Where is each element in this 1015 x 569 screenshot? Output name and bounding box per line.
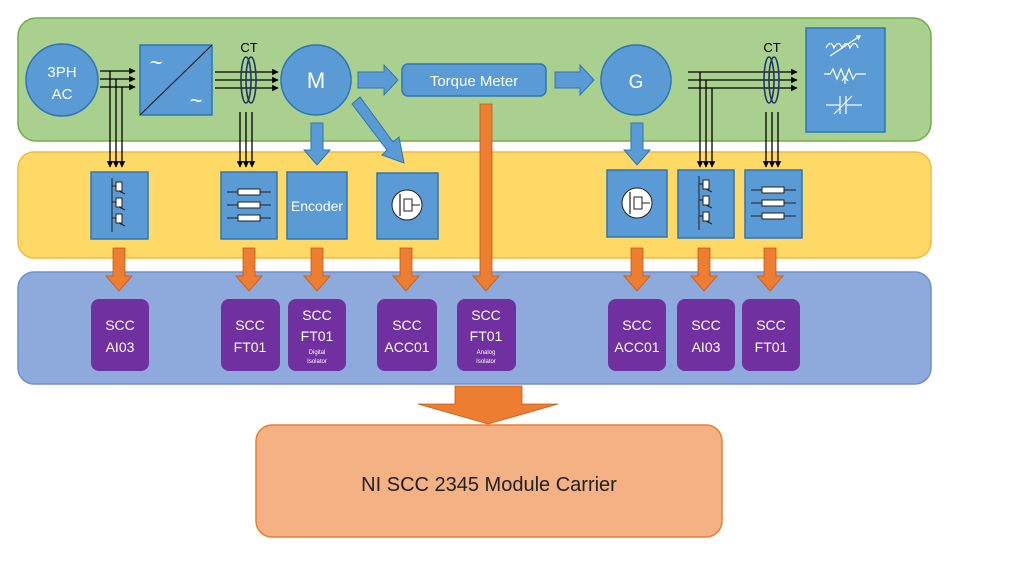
resistor-bank-icon — [751, 186, 796, 220]
current-transformer-right-icon — [763, 56, 780, 104]
module-carrier: NI SCC 2345 Module Carrier — [255, 424, 723, 538]
variable-capacitor-icon — [826, 95, 862, 115]
orange-arrow-7 — [690, 247, 718, 292]
carrier-label: NI SCC 2345 Module Carrier — [361, 474, 617, 496]
orange-arrow-6 — [623, 247, 651, 292]
resistor-bank-icon — [227, 188, 271, 222]
orange-arrow-8 — [756, 247, 784, 292]
load-bank — [805, 27, 886, 133]
module-ft01-digital-isolator: SCC FT01 Digital Isolator — [288, 299, 346, 371]
module-ft01-right: SCC FT01 — [742, 299, 800, 371]
ac-source: 3PH AC — [25, 43, 99, 117]
module-8-line2: FT01 — [755, 339, 788, 355]
ac-source-label-line2: AC — [52, 86, 73, 103]
encoder: Encoder — [286, 171, 348, 240]
orange-arrow-3 — [303, 247, 331, 292]
arrow-motor-to-torque — [357, 63, 399, 97]
orange-arrows-to-modules — [105, 103, 784, 292]
generator: G — [600, 44, 672, 116]
encoder-label: Encoder — [291, 198, 343, 214]
module-2-line2: FT01 — [234, 339, 267, 355]
variable-inductor-icon — [825, 35, 861, 57]
generator-voltage-tap-lines — [696, 72, 716, 168]
burden-resistor-right — [744, 169, 803, 239]
module-8-line1: SCC — [756, 317, 786, 333]
module-7-line2: AI03 — [692, 339, 721, 355]
module-3-line1: SCC — [302, 307, 332, 323]
module-6-line2: ACC01 — [614, 339, 659, 355]
voltage-divider-icon — [111, 178, 126, 232]
voltage-tap-lines — [106, 71, 126, 168]
orange-arrow-2 — [235, 247, 263, 292]
generator-label: G — [629, 72, 644, 93]
voltage-divider-icon — [698, 176, 713, 230]
motor: M — [280, 44, 352, 116]
module-acc01-right: SCC ACC01 — [608, 299, 666, 371]
current-transformer-left-icon — [240, 56, 257, 104]
ct-left-label: CT — [240, 40, 257, 55]
module-4-line2: ACC01 — [384, 339, 429, 355]
ct-right-tap-lines — [762, 112, 782, 168]
arrow-motor-to-accelerometer — [351, 96, 405, 164]
voltage-divider-right — [677, 169, 735, 239]
ct-right-label: CT — [763, 40, 780, 55]
arrow-motor-to-encoder — [302, 122, 332, 166]
module-5-line1: SCC — [471, 307, 501, 323]
module-3-note2: Isolator — [307, 359, 327, 365]
module-acc01-left: SCC ACC01 — [377, 299, 437, 371]
converter-symbol-top: ~ — [150, 50, 163, 75]
arrow-generator-to-accelerometer — [622, 122, 652, 166]
variable-resistor-icon — [824, 67, 866, 84]
module-2-line1: SCC — [235, 317, 265, 333]
module-1-line1: SCC — [105, 317, 135, 333]
orange-arrow-torque — [472, 103, 500, 292]
orange-arrow-1 — [105, 247, 133, 292]
module-3-note1: Digital — [309, 350, 326, 356]
burden-resistor-left — [220, 171, 278, 240]
ct-left-tap-lines — [236, 112, 256, 168]
frequency-converter: ~ ~ — [139, 44, 213, 116]
module-3-line2: FT01 — [301, 328, 334, 344]
module-5-line2: FT01 — [470, 328, 503, 344]
arrow-torque-to-generator — [554, 63, 595, 97]
module-ft01-left: SCC FT01 — [221, 299, 280, 371]
accelerometer-right — [606, 169, 668, 238]
phase-lines-source — [100, 67, 136, 91]
module-4-line1: SCC — [392, 317, 422, 333]
motor-label: M — [307, 68, 325, 93]
ac-source-label-line1: 3PH — [47, 64, 76, 81]
module-1-line2: AI03 — [106, 339, 135, 355]
orange-arrow-4 — [392, 247, 420, 292]
converter-symbol-bottom: ~ — [190, 88, 203, 113]
accelerometer-icon — [391, 189, 423, 221]
module-7-line1: SCC — [691, 317, 721, 333]
accelerometer-left — [376, 172, 439, 240]
module-ai03-left: SCC AI03 — [91, 299, 149, 371]
orange-arrow-to-carrier — [417, 385, 559, 425]
module-5-note1: Analog — [477, 350, 496, 356]
torque-meter-label: Torque Meter — [430, 73, 518, 90]
voltage-divider-left — [90, 171, 149, 240]
torque-meter: Torque Meter — [401, 63, 547, 97]
module-6-line1: SCC — [622, 317, 652, 333]
module-5-note2: Isolator — [476, 359, 496, 365]
accelerometer-icon — [621, 187, 653, 219]
module-ai03-right: SCC AI03 — [677, 299, 735, 371]
module-ft01-analog-isolator: SCC FT01 Analog Isolator — [457, 299, 516, 371]
